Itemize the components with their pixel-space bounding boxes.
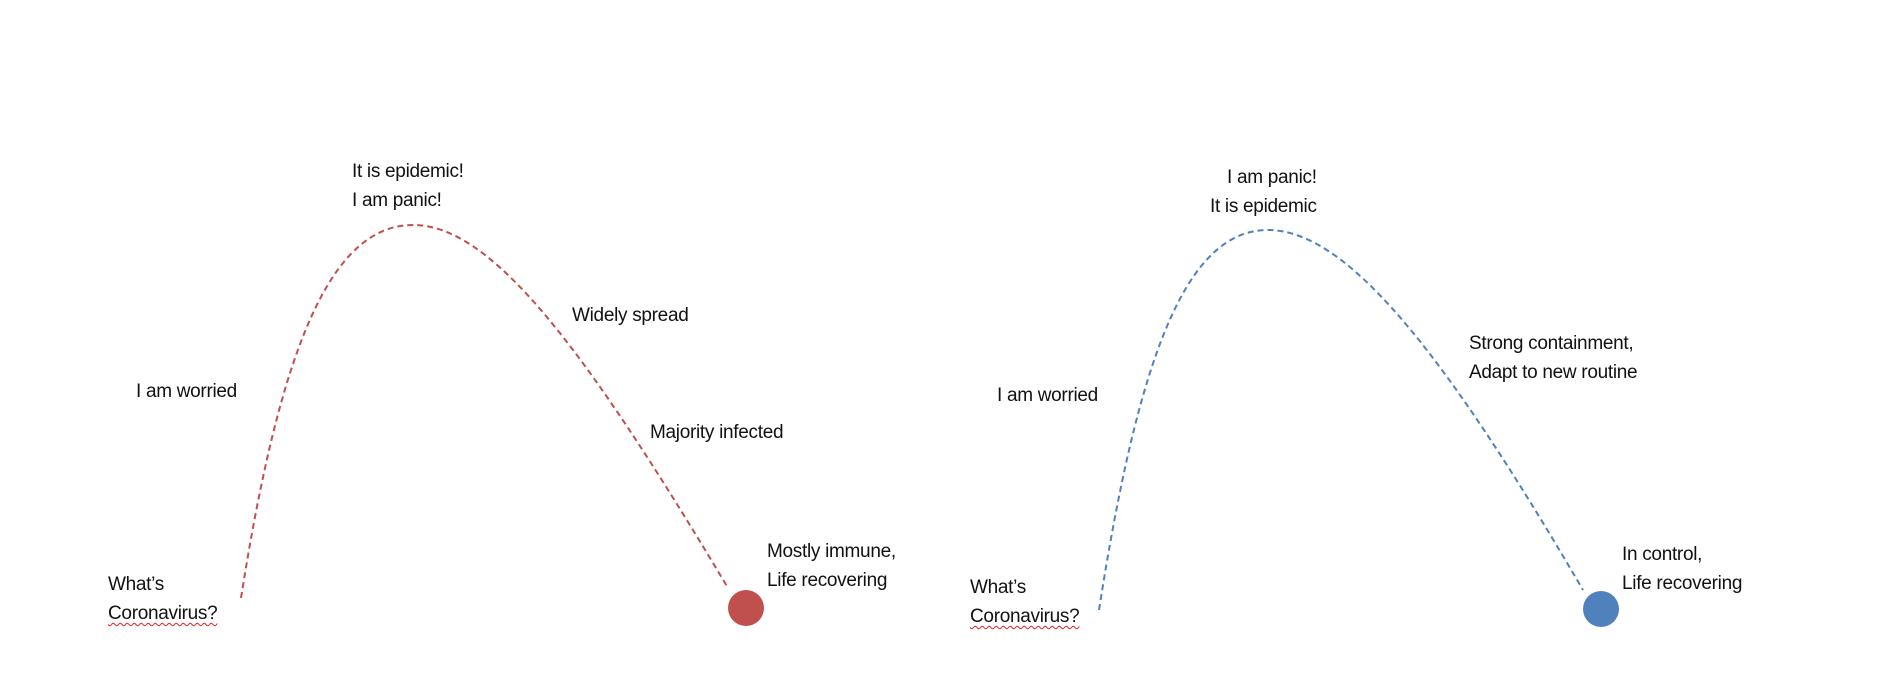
- label-line: Mostly immune,: [767, 541, 896, 562]
- left-start-label: What’s Coronavirus?: [108, 570, 218, 628]
- right-peak-label: I am panic! It is epidemic: [1210, 163, 1317, 221]
- right-rising-label: I am worried: [997, 385, 1098, 406]
- label-line: What’s: [108, 574, 164, 595]
- label-line: Coronavirus?: [108, 603, 218, 624]
- label-line: I am panic!: [1227, 167, 1317, 188]
- left-falling-label-2: Majority infected: [650, 422, 784, 443]
- left-end-dot: [728, 590, 764, 626]
- label-line: What’s: [970, 577, 1026, 598]
- label-line: Adapt to new routine: [1469, 362, 1638, 383]
- label-line: Life recovering: [767, 570, 888, 591]
- label-line: Life recovering: [1622, 573, 1743, 594]
- label-line: It is epidemic!: [352, 161, 464, 182]
- right-end-dot: [1583, 591, 1619, 627]
- label-line: It is epidemic: [1210, 196, 1317, 217]
- label-line: Coronavirus?: [970, 606, 1080, 627]
- left-end-label: Mostly immune, Life recovering: [767, 537, 896, 595]
- label-line: Strong containment,: [1469, 333, 1634, 354]
- left-curve: [240, 223, 729, 599]
- right-start-label: What’s Coronavirus?: [970, 573, 1080, 631]
- left-peak-label: It is epidemic! I am panic!: [352, 157, 464, 215]
- left-rising-label: I am worried: [136, 381, 237, 402]
- right-falling-label: Strong containment, Adapt to new routine: [1469, 329, 1638, 387]
- left-falling-label-1: Widely spread: [572, 305, 689, 326]
- label-line: I am panic!: [352, 190, 442, 211]
- right-end-label: In control, Life recovering: [1622, 540, 1742, 598]
- right-curve: [1098, 228, 1584, 611]
- label-line: In control,: [1622, 544, 1703, 565]
